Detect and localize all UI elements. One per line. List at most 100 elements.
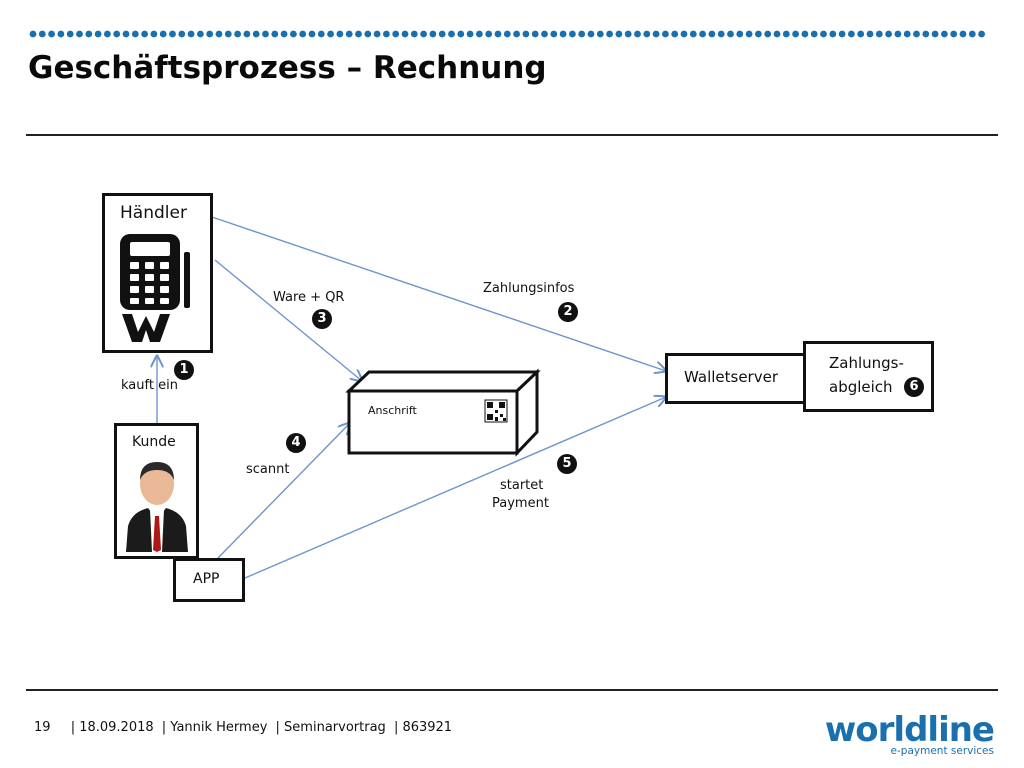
header-dot	[234, 30, 242, 38]
header-dot	[76, 30, 83, 38]
header-dot	[327, 30, 334, 38]
slide-title: Geschäftsprozess – Rechnung	[28, 50, 547, 86]
person-avatar-icon	[126, 462, 188, 552]
header-dot	[373, 30, 381, 38]
header-dot	[959, 30, 967, 38]
header-dot	[569, 30, 576, 38]
header-dot	[355, 30, 362, 38]
header-dot	[606, 30, 613, 38]
edge-label-startet: startet	[500, 478, 544, 493]
header-dot	[392, 30, 400, 38]
header-dot	[485, 30, 493, 38]
header-dot	[755, 30, 762, 38]
step-5-badge: 5	[557, 454, 577, 474]
header-dot	[968, 30, 976, 38]
app-label: APP	[193, 571, 220, 587]
header-dot	[308, 30, 316, 38]
header-dot	[104, 30, 111, 38]
header-dot	[243, 30, 251, 38]
haendler-label: Händler	[120, 203, 187, 223]
header-dot	[903, 30, 911, 38]
footer-event: | Seminarvortrag	[275, 720, 386, 735]
header-dot	[782, 30, 790, 38]
header-dot	[792, 30, 799, 38]
header-dot	[820, 30, 827, 38]
header-dot	[978, 30, 985, 38]
header-dot	[290, 30, 297, 38]
edge-label-scannt: scannt	[246, 462, 290, 477]
edge-label-kauft-ein: kauft ein	[121, 378, 178, 393]
header-dot	[950, 30, 958, 38]
header-dot	[931, 30, 939, 38]
app-box	[173, 558, 245, 602]
header-dot	[410, 30, 418, 38]
edge-label-zahlungsinfos: Zahlungsinfos	[483, 281, 575, 296]
header-dot	[122, 30, 130, 38]
header-dot	[383, 30, 390, 38]
zahlungsabgleich-label-line2: abgleich	[829, 378, 893, 396]
header-dot	[131, 30, 139, 38]
step-6-badge: 6	[904, 377, 924, 397]
header-dot	[448, 30, 455, 38]
svg-text:e-payment services: e-payment services	[891, 745, 994, 757]
header-dot	[615, 30, 623, 38]
header-dot	[94, 30, 102, 38]
footer-page-number: 19	[34, 720, 51, 735]
kunde-label: Kunde	[132, 434, 176, 450]
header-dot	[699, 30, 706, 38]
header-dot	[224, 30, 232, 38]
header-dot	[634, 30, 641, 38]
svg-text:worldline: worldline	[825, 710, 994, 750]
zahlungsabgleich-box	[803, 341, 934, 412]
header-dot	[857, 30, 865, 38]
header-dot	[271, 30, 279, 38]
header-dot	[476, 30, 483, 38]
header-dot	[522, 30, 530, 38]
header-dot	[299, 30, 307, 38]
header-dot	[141, 30, 148, 38]
header-dot	[197, 30, 204, 38]
qr-code-icon	[484, 399, 508, 423]
arrow-startet-payment	[244, 397, 666, 579]
header-dot	[345, 30, 353, 38]
header-dot	[159, 30, 167, 38]
header-dot	[838, 30, 846, 38]
header-dot	[541, 30, 548, 38]
payment-terminal-icon	[120, 234, 190, 342]
header-dot	[764, 30, 772, 38]
header-dot	[494, 30, 502, 38]
header-dot	[848, 30, 855, 38]
header-dot	[587, 30, 595, 38]
header-dot	[913, 30, 920, 38]
header-dot	[429, 30, 437, 38]
header-dot	[85, 30, 93, 38]
header-dot	[643, 30, 651, 38]
header-dot	[652, 30, 660, 38]
header-dot	[745, 30, 753, 38]
header-dot	[252, 30, 260, 38]
header-dot	[513, 30, 520, 38]
header-dot	[29, 30, 37, 38]
header-dot	[578, 30, 586, 38]
walletserver-label: Walletserver	[684, 368, 778, 386]
step-4-badge: 4	[286, 433, 306, 453]
header-dot	[885, 30, 892, 38]
header-dot	[150, 30, 158, 38]
header-dot	[866, 30, 874, 38]
edge-label-ware-qr: Ware + QR	[273, 290, 345, 305]
header-dot	[624, 30, 632, 38]
header-dot	[113, 30, 121, 38]
header-dot	[662, 30, 669, 38]
zahlungsabgleich-label-line1: Zahlungs-	[829, 354, 904, 372]
top-divider	[26, 134, 998, 136]
header-dot	[596, 30, 604, 38]
header-dot	[38, 30, 46, 38]
header-dot	[875, 30, 883, 38]
header-dot	[438, 30, 446, 38]
header-dot	[336, 30, 344, 38]
header-dot	[215, 30, 223, 38]
footer-id: | 863921	[393, 720, 453, 735]
header-dot	[48, 30, 55, 38]
header-dot	[689, 30, 697, 38]
